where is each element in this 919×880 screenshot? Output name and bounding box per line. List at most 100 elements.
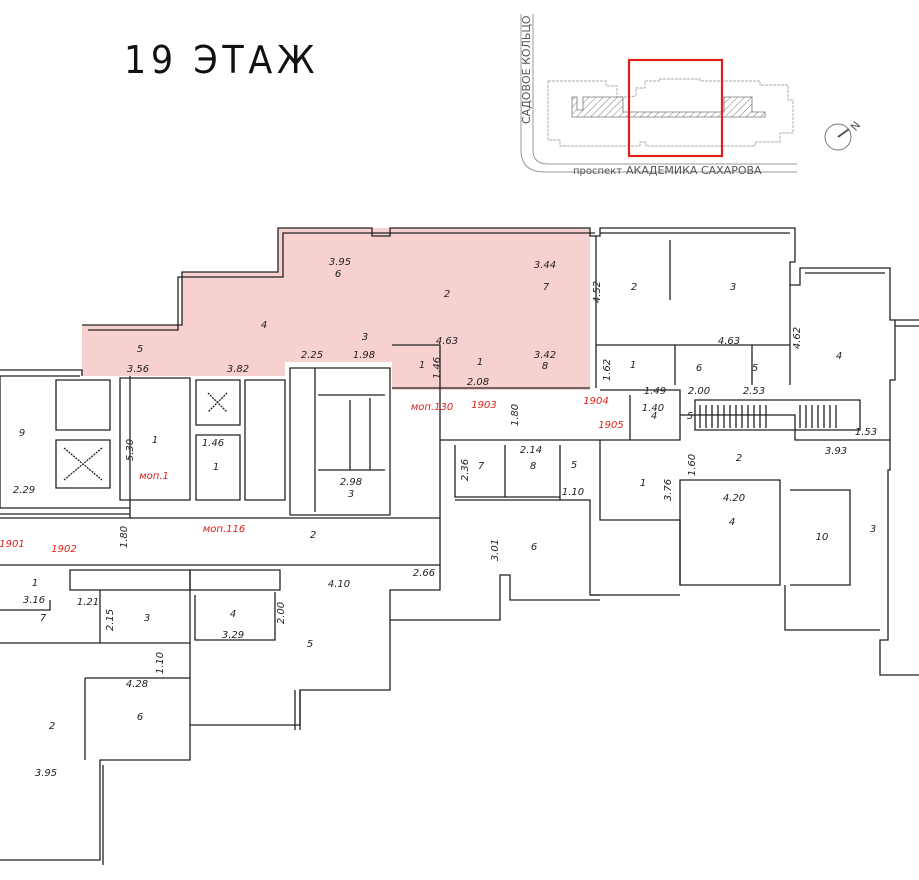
- room-number-label: 3: [348, 489, 354, 500]
- room-number-label: 5: [137, 344, 143, 355]
- wall: [102, 690, 301, 865]
- dimension-label: 2.00: [688, 386, 710, 397]
- dimension-label: 3.44: [534, 260, 556, 271]
- common-area-label: моп.130: [411, 402, 453, 413]
- room-number-label: 8: [542, 361, 548, 372]
- dimension-label: 1.21: [77, 597, 99, 608]
- apartment-number-label: 1905: [598, 420, 623, 431]
- room-number-label: 3: [144, 613, 150, 624]
- room-number-label: 2: [444, 289, 450, 300]
- dimension-label: 3.93: [825, 446, 847, 457]
- room-number-label: 4: [230, 609, 236, 620]
- key-map: N САДОВОЕ КОЛЬЦО проспект АКАДЕМИКА САХА…: [520, 14, 863, 177]
- wall: [0, 369, 83, 377]
- room-number-label: 3: [730, 282, 736, 293]
- apartment-number-label: 1902: [51, 544, 76, 555]
- dimension-label: 1.40: [642, 403, 664, 414]
- wall: [595, 236, 791, 388]
- apartment-1903-area[interactable]: [82, 228, 590, 390]
- dimension-label: 4.10: [328, 579, 350, 590]
- wall: [600, 389, 681, 440]
- apartment-number-label: 1901: [0, 539, 25, 550]
- wall: [699, 405, 837, 428]
- dimension-label: 2.53: [743, 386, 765, 397]
- room-number-label: 9: [19, 428, 25, 439]
- room-number-label: 5: [752, 363, 758, 374]
- dimension-label: 2.25: [301, 350, 323, 361]
- dimension-label: 2.08: [467, 377, 489, 388]
- highlighted-apartment[interactable]: [82, 228, 590, 390]
- room-number-label: 4: [729, 517, 735, 528]
- elevator-shaft-icon: [207, 392, 228, 413]
- dimension-label: 2.66: [413, 568, 435, 579]
- street-label-prefix: проспект: [573, 166, 622, 177]
- street-label-garden-ring: САДОВОЕ КОЛЬЦО: [520, 15, 533, 124]
- wall: [454, 445, 600, 596]
- wall: [392, 344, 590, 389]
- room-number-label: 6: [137, 712, 143, 723]
- room-number-label: 6: [335, 269, 341, 280]
- compass-icon: [824, 123, 852, 151]
- compass-needle: [837, 128, 850, 138]
- dimension-label: 3.01: [490, 539, 501, 561]
- room-number-label: 10: [816, 532, 829, 543]
- room-number-label: 2: [49, 721, 55, 732]
- room-number-label: 6: [531, 542, 537, 553]
- wall: [0, 507, 130, 515]
- dimension-label: 3.95: [329, 257, 351, 268]
- room-number-label: 4: [261, 320, 267, 331]
- room-number-label: 8: [530, 461, 536, 472]
- dimension-label: 1.46: [202, 438, 224, 449]
- dimension-label: 1.10: [155, 652, 166, 674]
- common-area-label: моп.116: [203, 524, 245, 535]
- wall: [679, 479, 851, 586]
- room-number-label: 7: [40, 613, 47, 624]
- wall: [190, 620, 391, 726]
- dimension-label: 4.62: [792, 327, 803, 349]
- dimension-label: 1.10: [562, 487, 584, 498]
- apartment-number-label: 1903: [471, 400, 496, 411]
- current-section-marker: [627, 58, 724, 158]
- wall: [694, 399, 861, 431]
- dimension-label: 4.63: [718, 336, 740, 347]
- room-number-label: 3: [362, 332, 368, 343]
- room-number-label: 5: [571, 460, 577, 471]
- dimension-label: 2.00: [276, 602, 287, 624]
- street-line-inner: [532, 14, 797, 165]
- room-number-label: 6: [696, 363, 702, 374]
- dimension-label: 1.60: [687, 454, 698, 476]
- wall: [0, 517, 440, 566]
- dimension-label: 2.14: [520, 445, 542, 456]
- room-number-label: 1: [630, 360, 636, 371]
- wall: [195, 379, 286, 501]
- dimension-label: 3.56: [127, 364, 149, 375]
- dimension-label: 1.46: [432, 357, 443, 379]
- room-number-label: 1: [419, 360, 425, 371]
- walls: [0, 227, 919, 865]
- room-number-label: 1: [477, 357, 483, 368]
- wall: [82, 227, 919, 676]
- dimension-label: 5.30: [125, 439, 136, 461]
- dimension-label: 3.82: [227, 364, 249, 375]
- room-number-label: 1: [640, 478, 646, 489]
- wall: [0, 570, 191, 861]
- wall: [590, 585, 880, 631]
- room-number-label: 2: [631, 282, 637, 293]
- room-number-label: 1: [32, 578, 38, 589]
- street-line-garden-ring: [520, 14, 797, 173]
- dimension-label: 4.20: [723, 493, 745, 504]
- dimension-label: 3.29: [222, 630, 244, 641]
- dimension-label: 4.28: [126, 679, 148, 690]
- room-number-label: 2: [310, 530, 316, 541]
- dimension-label: 1.49: [644, 386, 666, 397]
- apartment-number-label: 1904: [583, 396, 608, 407]
- common-area-label: моп.1: [139, 471, 169, 482]
- wall: [69, 569, 281, 644]
- room-number-label: 7: [543, 282, 550, 293]
- dimension-label: 1.80: [119, 526, 130, 548]
- dimension-label: 1.98: [353, 350, 375, 361]
- room-number-label: 4: [836, 351, 842, 362]
- floor-title: 19 ЭТАЖ: [124, 38, 320, 82]
